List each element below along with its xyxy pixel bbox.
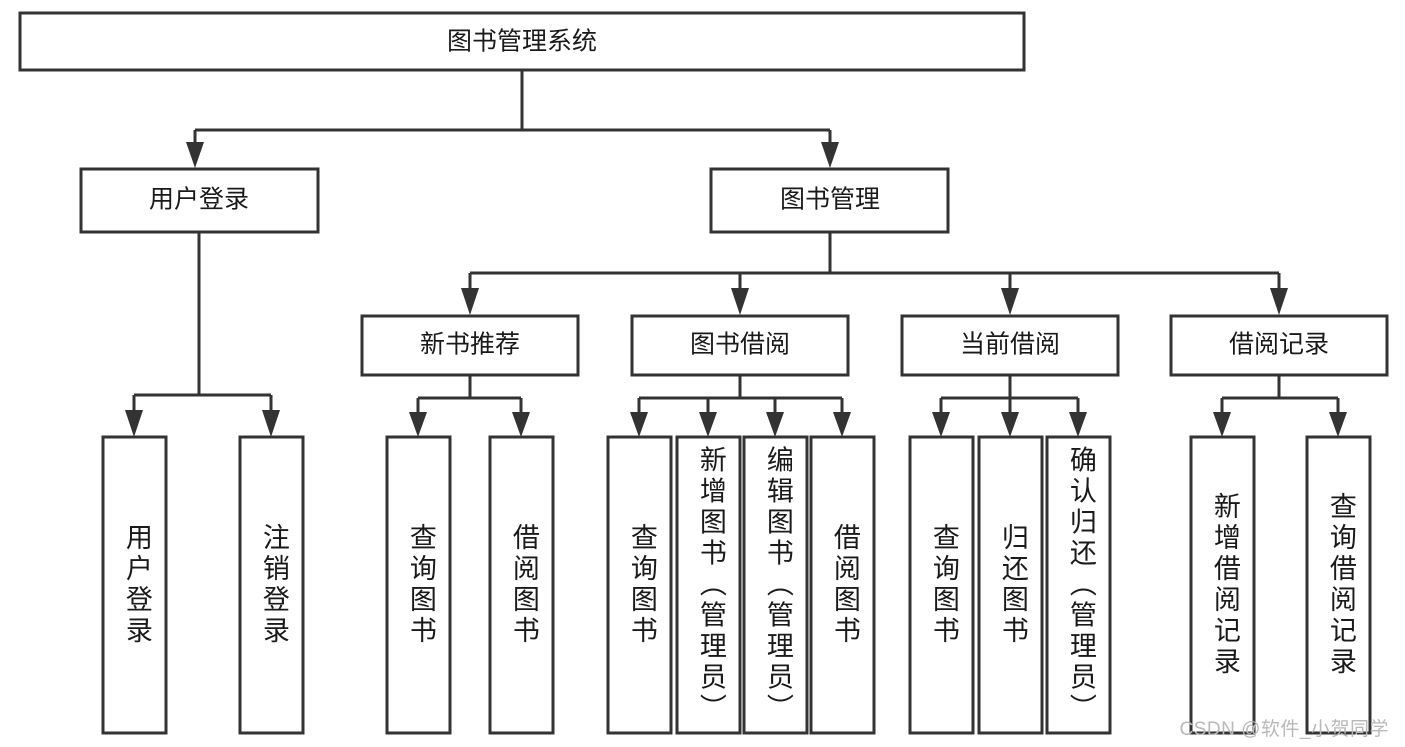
node-borrow-record[interactable]: 借阅记录 (1169, 314, 1389, 377)
arrow-head-icon (409, 412, 427, 437)
leaf-current-borrow-query-book[interactable]: 查询图书 (908, 435, 975, 735)
node-box (360, 314, 580, 377)
node-box (742, 435, 809, 735)
arrow-head-icon (262, 410, 280, 437)
node-label: 查询图书 (929, 523, 960, 647)
node-label: 归还图书 (998, 523, 1029, 647)
node-label: 借阅图书 (509, 523, 540, 647)
node-book-management[interactable]: 图书管理 (709, 167, 950, 234)
node-label: 图书借阅 (690, 331, 790, 359)
arrow-head-icon (699, 412, 717, 437)
arrow-head-icon (1001, 288, 1019, 315)
arrow-head-icon (1213, 412, 1231, 437)
leaf-book-borrow-add-book[interactable]: 新增图书（管理员） (675, 435, 742, 735)
connector-borrowrecord-to-leaves (1213, 375, 1347, 437)
node-root-book-management-system[interactable]: 图书管理系统 (18, 11, 1026, 72)
arrow-head-icon (766, 412, 784, 437)
node-box (606, 435, 673, 735)
leaf-book-borrow-query-book[interactable]: 查询图书 (606, 435, 673, 735)
node-label: 借阅记录 (1229, 331, 1329, 359)
node-label: 新增图书（管理员） (696, 445, 727, 724)
node-box (1305, 435, 1372, 735)
node-box (101, 435, 168, 735)
node-box (385, 435, 452, 735)
leaf-book-borrow-borrow-book[interactable]: 借阅图书 (809, 435, 876, 735)
node-label: 查询图书 (627, 523, 658, 647)
leaf-borrow-record-add-record[interactable]: 新增借阅记录 (1189, 435, 1256, 735)
node-book-borrow[interactable]: 图书借阅 (630, 314, 850, 377)
node-label: 借阅图书 (830, 523, 861, 647)
connector-root-to-level2 (186, 70, 839, 168)
connector-bookmgmt-to-level3 (461, 232, 1288, 315)
node-label: 确认归还（管理员） (1066, 445, 1097, 724)
node-box (1045, 435, 1112, 735)
node-label: 当前借阅 (960, 331, 1060, 359)
node-box (18, 11, 1026, 72)
arrow-head-icon (821, 142, 839, 168)
arrow-head-icon (1329, 412, 1347, 437)
leaf-new-book-query-book[interactable]: 查询图书 (385, 435, 452, 735)
leaf-borrow-record-query-record[interactable]: 查询借阅记录 (1305, 435, 1372, 735)
leaf-book-borrow-edit-book[interactable]: 编辑图书（管理员） (742, 435, 809, 735)
node-label: 查询图书 (406, 523, 437, 647)
leaf-current-borrow-return-book[interactable]: 归还图书 (977, 435, 1044, 735)
node-box (908, 435, 975, 735)
node-label: 注销登录 (259, 523, 290, 647)
node-label: 用户登录 (149, 186, 249, 214)
arrow-head-icon (1270, 288, 1288, 315)
arrow-head-icon (630, 412, 648, 437)
connector-currentborrow-to-leaves (932, 375, 1087, 437)
node-label: 新增借阅记录 (1210, 492, 1241, 678)
leaf-user-login-logout[interactable]: 注销登录 (238, 435, 305, 735)
node-box (709, 167, 950, 234)
arrow-head-icon (125, 410, 143, 437)
arrow-head-icon (1001, 412, 1019, 437)
node-label: 图书管理系统 (447, 28, 597, 56)
arrow-head-icon (186, 142, 204, 168)
node-box (238, 435, 305, 735)
arrow-head-icon (512, 412, 530, 437)
node-current-borrow[interactable]: 当前借阅 (900, 314, 1120, 377)
arrow-head-icon (833, 412, 851, 437)
node-new-book-recommend[interactable]: 新书推荐 (360, 314, 580, 377)
node-box (809, 435, 876, 735)
arrow-head-icon (932, 412, 950, 437)
node-box (630, 314, 850, 377)
connector-bookborrow-to-leaves (630, 375, 851, 437)
node-label: 查询借阅记录 (1326, 492, 1357, 678)
node-box (79, 167, 320, 234)
leaf-new-book-borrow-book[interactable]: 借阅图书 (488, 435, 555, 735)
arrow-head-icon (461, 288, 479, 315)
node-box (675, 435, 742, 735)
arrow-head-icon (1069, 412, 1087, 437)
node-box (900, 314, 1120, 377)
arrow-head-icon (731, 288, 749, 315)
node-box (977, 435, 1044, 735)
connector-userlogin-to-leaves (125, 232, 280, 437)
node-box (488, 435, 555, 735)
node-label: 图书管理 (780, 186, 880, 214)
node-box (1189, 435, 1256, 735)
node-label: 用户登录 (122, 523, 153, 647)
node-label: 新书推荐 (420, 331, 520, 359)
leaf-user-login-login[interactable]: 用户登录 (101, 435, 168, 735)
connector-newbook-to-leaves (409, 375, 530, 437)
node-label: 编辑图书（管理员） (763, 445, 794, 724)
node-box (1169, 314, 1389, 377)
leaf-current-borrow-confirm-return[interactable]: 确认归还（管理员） (1045, 435, 1112, 735)
node-user-login[interactable]: 用户登录 (79, 167, 320, 234)
